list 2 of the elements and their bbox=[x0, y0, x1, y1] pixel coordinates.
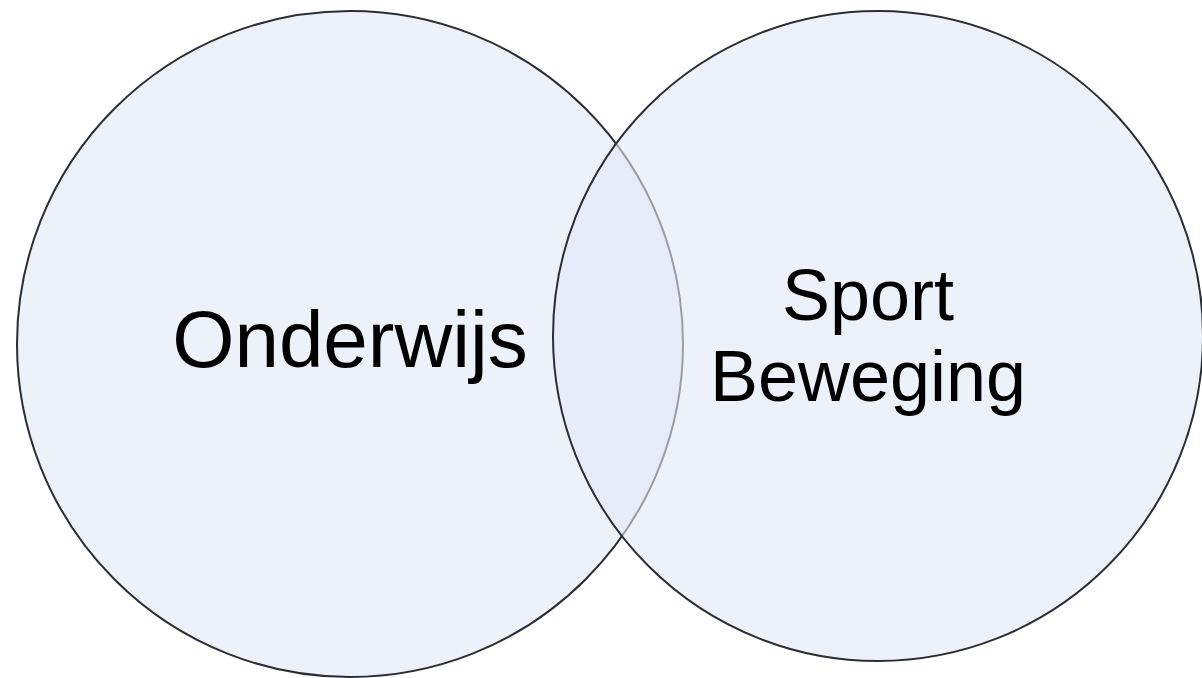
circle-label: Sport Beweging bbox=[708, 255, 1028, 417]
circle-label: Onderwijs bbox=[172, 295, 528, 385]
